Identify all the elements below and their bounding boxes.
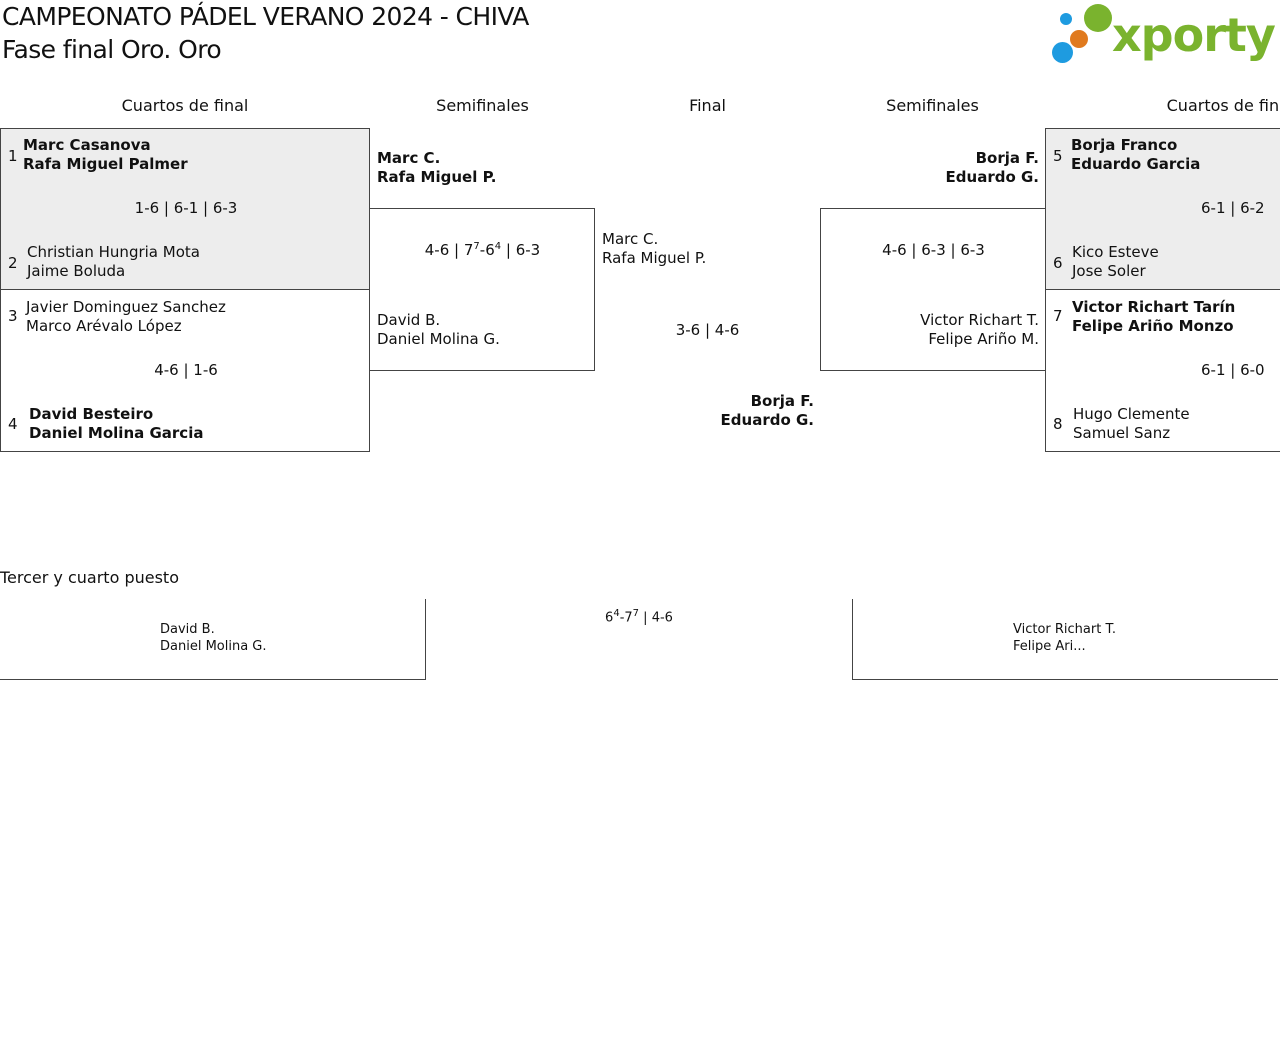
round-header-qf-right: Cuartos de final — [1166, 96, 1280, 115]
seed-number: 4 — [8, 415, 18, 433]
player-name: Marc C. — [602, 230, 659, 248]
player-name: Borja F. — [750, 392, 814, 410]
player-name: Samuel Sanz — [1073, 424, 1171, 442]
player-name: Eduardo G. — [945, 168, 1039, 186]
player-name: Daniel Molina G. — [160, 639, 267, 654]
seed-number: 5 — [1053, 147, 1063, 165]
player-name: Borja Franco — [1071, 136, 1178, 154]
player-name: Victor Richart Tarín — [1072, 298, 1236, 316]
player-name: Daniel Molina G. — [377, 330, 500, 348]
match-sf-left[interactable]: Marc C. Rafa Miguel P. — [370, 128, 595, 371]
match-qf-1[interactable]: 1 Marc Casanova Rafa Miguel Palmer 1-6 |… — [0, 128, 370, 290]
round-header-qf-left: Cuartos de final — [121, 96, 249, 115]
player-name: Hugo Clemente — [1073, 405, 1190, 423]
logo-dot-green — [1084, 4, 1112, 32]
logo-dot-blue — [1052, 42, 1073, 63]
seed-number: 2 — [8, 254, 18, 272]
player-name: Christian Hungria Mota — [27, 243, 200, 261]
seed-number: 1 — [8, 147, 18, 165]
player-name: Marc C. — [377, 149, 441, 167]
player-name: David B. — [377, 311, 441, 329]
round-header-sf-right: Semifinales — [886, 96, 979, 115]
player-name: Felipe Ari... — [1013, 639, 1086, 654]
player-name: Victor Richart T. — [920, 311, 1039, 329]
sf-right-bracket: 4-6 | 6-3 | 6-3 Victor Richart T. Felipe… — [820, 208, 1046, 371]
player-name: Eduardo G. — [720, 411, 814, 429]
player-name: Borja F. — [975, 149, 1039, 167]
match-qf-2[interactable]: 3 Javier Dominguez Sanchez Marco Arévalo… — [0, 290, 370, 452]
player-name: Victor Richart T. — [1013, 622, 1116, 637]
match-score: 4-6 | 1-6 — [154, 361, 218, 379]
logo-dot-orange — [1070, 30, 1088, 48]
third-place-left[interactable]: David B. Daniel Molina G. — [0, 599, 426, 680]
third-place-title: Tercer y cuarto puesto — [0, 568, 179, 587]
third-place-score: 64-77 | 4-6 — [605, 608, 673, 626]
player-name: Marco Arévalo López — [26, 317, 182, 335]
sf-left-bracket: 4-6 | 77-64 | 6-3 David B. Daniel Molina… — [370, 208, 595, 371]
player-name: Jaime Boluda — [27, 262, 126, 280]
xporty-logo[interactable]: xporty — [1050, 4, 1280, 68]
match-final[interactable]: Marc C. Rafa Miguel P. 3-6 | 4-6 Borja F… — [595, 220, 820, 440]
logo-text: xporty — [1112, 8, 1276, 62]
seed-number: 6 — [1053, 254, 1063, 272]
player-name: Felipe Ariño M. — [928, 330, 1039, 348]
match-sf-right[interactable]: Borja F. Eduardo G. — [820, 128, 1045, 208]
player-name: Felipe Ariño Monzo — [1072, 317, 1234, 335]
match-score: 4-6 | 77-64 | 6-3 — [424, 241, 541, 259]
player-name: Daniel Molina Garcia — [29, 424, 204, 442]
phase-title: Fase final Oro. Oro — [2, 35, 222, 64]
match-qf-4[interactable]: 7 Victor Richart Tarín Felipe Ariño Monz… — [1045, 290, 1280, 452]
match-score: 4-6 | 6-3 | 6-3 — [882, 241, 985, 259]
player-name: David Besteiro — [29, 405, 154, 423]
round-header-final: Final — [689, 96, 726, 115]
seed-number: 7 — [1053, 307, 1063, 325]
player-name: Kico Esteve — [1072, 243, 1159, 261]
seed-number: 3 — [8, 307, 18, 325]
match-score: 6-1 | 6-2 — [1201, 199, 1265, 217]
player-name: Jose Soler — [1072, 262, 1146, 280]
player-name: Rafa Miguel P. — [602, 249, 707, 267]
match-qf-3[interactable]: 5 Borja Franco Eduardo Garcia 6-1 | 6-2 … — [1045, 128, 1280, 290]
player-name: Rafa Miguel Palmer — [23, 155, 188, 173]
player-name: David B. — [160, 622, 215, 637]
round-header-sf-left: Semifinales — [436, 96, 529, 115]
seed-number: 8 — [1053, 415, 1063, 433]
tournament-title: CAMPEONATO PÁDEL VERANO 2024 - CHIVA — [2, 2, 529, 31]
player-name: Eduardo Garcia — [1071, 155, 1201, 173]
third-place-right[interactable]: Victor Richart T. Felipe Ari... — [852, 599, 1278, 680]
match-score: 3-6 | 4-6 — [675, 321, 740, 339]
match-score: 1-6 | 6-1 | 6-3 — [134, 199, 238, 217]
player-name: Rafa Miguel P. — [377, 168, 497, 186]
logo-dot-blue-small — [1060, 13, 1072, 25]
player-name: Marc Casanova — [23, 136, 151, 154]
player-name: Javier Dominguez Sanchez — [26, 298, 226, 316]
match-score: 6-1 | 6-0 — [1201, 361, 1265, 379]
